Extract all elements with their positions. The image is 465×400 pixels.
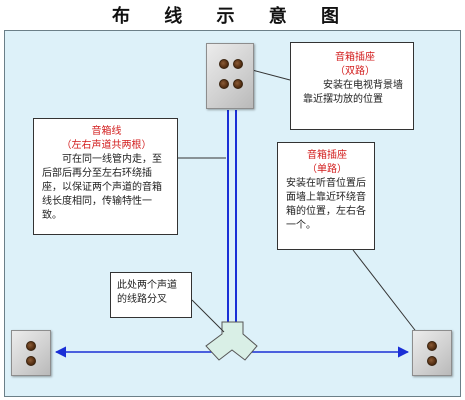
splitter-junction: [205, 321, 258, 361]
leader-line-rear-socket: [352, 249, 419, 335]
socket-terminal: [219, 79, 229, 89]
callout-text: 安装在电视背景墙靠近摆功放的位置: [303, 80, 403, 105]
socket-terminal: [219, 59, 229, 69]
callout-dual-socket: 音箱插座 （双路） 安装在电视背景墙靠近摆功放的位置: [290, 42, 414, 130]
diagram-title: 布 线 示 意 图: [111, 6, 354, 27]
callout-speaker-wire: 音箱线 （左右声道共两根） 可在同一线管内走，至后部后再分至左右环绕插座，以保证…: [33, 118, 178, 235]
callout-subheading: （单路）: [307, 164, 347, 175]
callout-split-point: 此处两个声道的线路分叉: [110, 272, 192, 318]
socket-terminal: [233, 79, 243, 89]
callout-text: 此处两个声道的线路分叉: [117, 280, 177, 305]
callout-heading: 音箱线: [91, 126, 122, 137]
socket-terminal: [26, 341, 36, 351]
leader-line-center-socket: [251, 69, 291, 81]
socket-terminal: [427, 356, 437, 366]
callout-heading: 音箱插座: [335, 52, 375, 63]
callout-heading: 音箱插座: [307, 150, 347, 161]
callout-subheading: （左右声道共两根）: [61, 140, 152, 151]
left-rear-speaker-socket-plate: [11, 330, 51, 376]
callout-subheading: （双路）: [335, 66, 375, 77]
callout-text: 安装在听音位置后面墙上靠近环绕音箱的位置，左右各一个。: [286, 178, 366, 231]
socket-terminal: [233, 59, 243, 69]
callout-text: 可在同一线管内走，至后部后再分至左右环绕插座，以保证两个声道的音箱线长度相同，传…: [42, 154, 162, 221]
socket-terminal: [427, 341, 437, 351]
dual-speaker-socket-plate: [206, 43, 254, 109]
right-rear-speaker-socket-plate: [412, 330, 452, 376]
callout-single-socket: 音箱插座 （单路） 安装在听音位置后面墙上靠近环绕音箱的位置，左右各一个。: [277, 142, 375, 250]
leader-line-split-point: [191, 299, 225, 333]
socket-terminal: [26, 356, 36, 366]
